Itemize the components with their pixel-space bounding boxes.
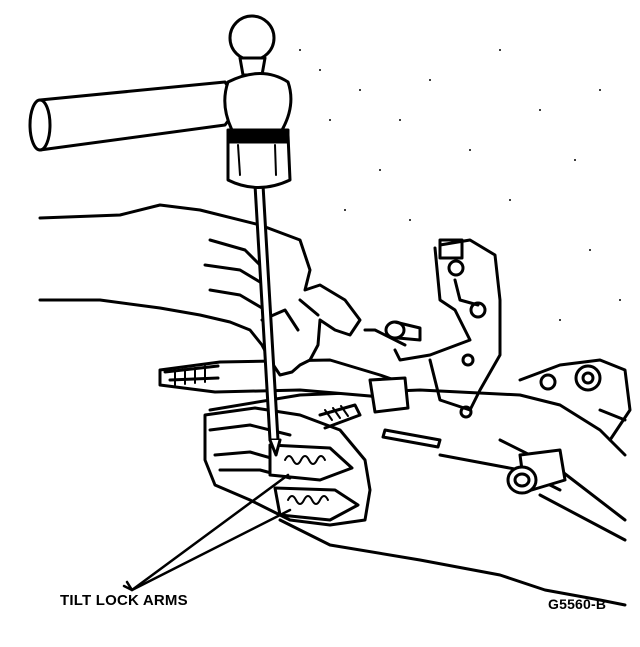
tilt-lock-assembly [203, 403, 372, 527]
callout-leader-lines [122, 473, 292, 592]
release-knob [506, 448, 567, 495]
speckle-texture [299, 49, 621, 321]
hand [38, 203, 362, 377]
hammer [28, 14, 293, 189]
callout-label-tilt-lock-arms: TILT LOCK ARMS [60, 592, 188, 609]
spring-upper [284, 455, 326, 465]
tilt-bracket [363, 238, 502, 419]
figure-id: G5560-B [548, 596, 607, 612]
spring-lower [287, 495, 329, 505]
steering-column-body [208, 358, 632, 607]
